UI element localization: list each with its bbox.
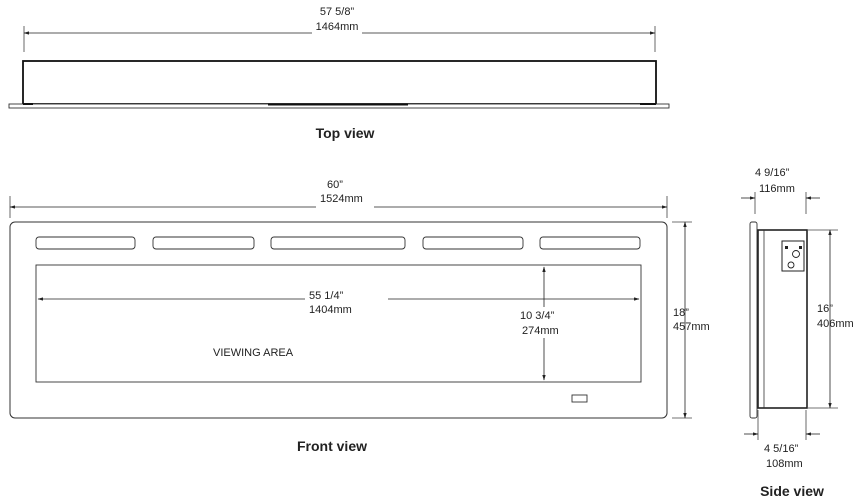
side-view-caption: Side view bbox=[760, 483, 824, 499]
control-button bbox=[571, 394, 588, 403]
junction-knockout-1 bbox=[792, 250, 800, 258]
junction-screw-2 bbox=[799, 246, 802, 249]
front-vent-1 bbox=[35, 236, 136, 250]
front-width-inches: 60” bbox=[327, 179, 343, 191]
front-height-inches: 18” bbox=[673, 307, 689, 319]
side-depth-top-mm: 116mm bbox=[759, 183, 795, 195]
top-view-caption: Top view bbox=[316, 125, 375, 141]
top-view-body bbox=[22, 60, 657, 105]
front-vent-2 bbox=[152, 236, 255, 250]
front-vent-3 bbox=[270, 236, 406, 250]
front-vent-4 bbox=[422, 236, 524, 250]
side-view: 4 9/16” 116mm 16” 406mm 4 5/16” 108mm Si… bbox=[741, 167, 854, 499]
top-width-mm: 1464mm bbox=[316, 21, 359, 33]
viewing-width-mm: 1404mm bbox=[309, 304, 352, 316]
viewing-height-inches: 10 3/4” bbox=[520, 310, 555, 322]
viewing-height-mm: 274mm bbox=[522, 325, 559, 337]
side-depth-bottom-inches: 4 5/16” bbox=[764, 443, 799, 455]
front-height-mm: 457mm bbox=[673, 321, 710, 333]
front-vent-5 bbox=[539, 236, 641, 250]
side-depth-top-inches: 4 9/16” bbox=[755, 167, 790, 179]
viewing-area bbox=[35, 264, 642, 383]
junction-screw-1 bbox=[785, 246, 788, 249]
front-view-caption: Front view bbox=[297, 438, 367, 454]
front-width-mm: 1524mm bbox=[320, 193, 363, 205]
viewing-width-inches: 55 1/4” bbox=[309, 290, 344, 302]
junction-knockout-2 bbox=[787, 261, 795, 269]
side-height-inches: 16” bbox=[817, 303, 833, 315]
top-view: 57 5/8” 1464mm Top view bbox=[8, 6, 670, 141]
front-view: 60” 1524mm 55 1/4” 1404mm 10 3/4” 274mm … bbox=[9, 179, 710, 454]
viewing-area-label: VIEWING AREA bbox=[213, 347, 294, 359]
side-depth-bottom-mm: 108mm bbox=[766, 458, 803, 470]
top-width-inches: 57 5/8” bbox=[320, 6, 355, 18]
side-front-panel bbox=[749, 221, 758, 419]
side-height-mm: 406mm bbox=[817, 318, 854, 330]
